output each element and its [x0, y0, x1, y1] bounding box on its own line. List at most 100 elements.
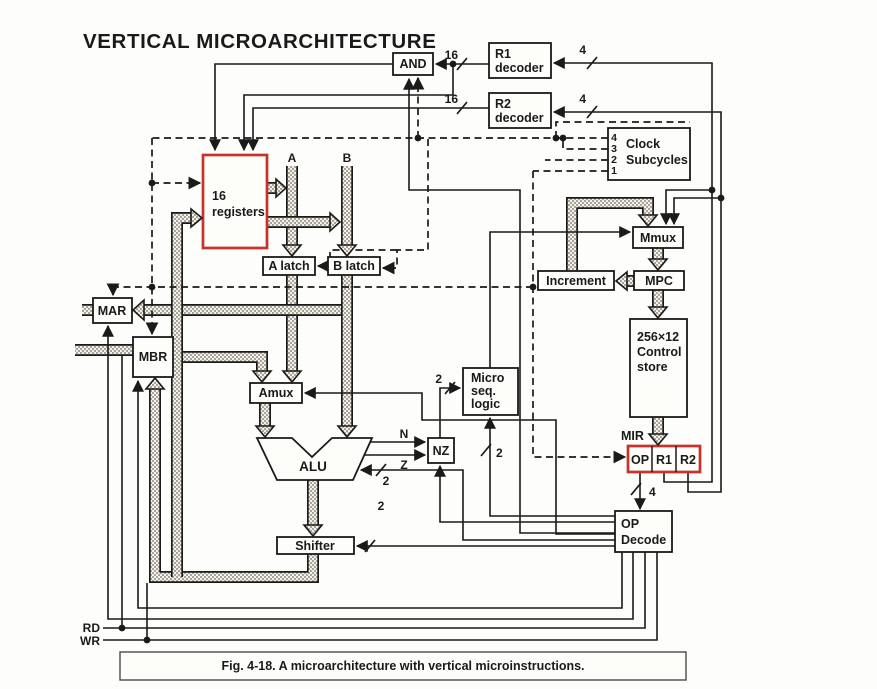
micro-seq-label-2: seq. — [471, 384, 496, 398]
width-16-r2: 16 — [445, 92, 459, 106]
amux-box — [249, 382, 303, 404]
figure-caption: Fig. 4-18. A microarchitecture with vert… — [221, 659, 584, 673]
wire-rd — [103, 552, 646, 629]
wire-wr — [103, 552, 658, 641]
nz-box — [427, 437, 455, 464]
bus-shifter-to-registers — [171, 212, 192, 577]
mir-field-r1: R1 — [656, 453, 672, 467]
micro-seq-logic-box — [462, 367, 519, 416]
slash-4-r2 — [586, 105, 598, 119]
bus-mbr-to-amux — [173, 351, 268, 372]
slash-16-r2 — [456, 101, 468, 115]
r2-decoder-box — [488, 92, 552, 129]
slash-2-shifter — [364, 539, 376, 553]
wire-and-to-registers — [209, 63, 393, 152]
b-latch-box — [327, 256, 381, 276]
increment-box — [537, 270, 615, 291]
slash-4-r1 — [586, 56, 598, 70]
arrow-bbus-blatch — [336, 244, 358, 258]
shifter-box — [276, 536, 355, 555]
clock-dashed-wires — [106, 76, 690, 464]
slash-2-seqin — [480, 443, 492, 457]
r2-decoder-label-1: R2 — [495, 97, 511, 111]
mmux-label: Mmux — [640, 231, 676, 245]
signal-z-label: Z — [400, 458, 407, 472]
arrow-mbr-amux — [251, 370, 273, 384]
arrow-mpc-controlstore — [647, 306, 669, 320]
clock-subcycle-1: 1 — [611, 165, 617, 177]
clock-subcycle-2: 2 — [611, 154, 617, 166]
alu-label: ALU — [299, 459, 327, 474]
micro-seq-label-1: Micro — [471, 371, 505, 385]
clock-subcycle-4: 4 — [611, 132, 617, 144]
slash-2-nzseq — [444, 381, 456, 395]
wire-mir-r1-to-r1dec — [552, 57, 713, 483]
control-store-label-1: 256×12 — [637, 330, 679, 344]
arrow-blatch-alu — [336, 425, 358, 439]
mpc-box — [633, 270, 685, 291]
caption-box — [119, 651, 687, 681]
op-decode-label-1: OP — [621, 517, 639, 531]
and-label: AND — [399, 57, 426, 71]
nz-label: NZ — [433, 444, 450, 458]
wire-opdecode-to-and — [403, 77, 615, 534]
wire-opdecode-to-amux — [303, 387, 615, 535]
bus-shifter-return — [149, 389, 319, 583]
wire-r2-trunk-to-mmux — [668, 197, 721, 226]
control-store-label-2: Control — [637, 345, 681, 359]
clock-subcycles-box — [607, 127, 691, 181]
arrow-mpc-increment — [614, 270, 628, 292]
mpc-label: MPC — [645, 274, 673, 288]
width-16-r1: 16 — [445, 48, 459, 62]
mir-field-op: OP — [631, 453, 649, 467]
r2-decoder-label-2: decoder — [495, 111, 544, 125]
dash-to-mir-op — [532, 171, 627, 464]
width-4-r1: 4 — [579, 43, 586, 57]
control-store-label-3: store — [637, 360, 668, 374]
wire-microseq-to-mmux — [489, 226, 632, 368]
arrow-reg-abus — [275, 177, 288, 199]
a-latch-box — [262, 256, 316, 276]
op-decode-box — [614, 510, 673, 553]
registers-label-1: 16 — [212, 189, 226, 203]
increment-label: Increment — [546, 274, 607, 288]
amux-label: Amux — [259, 386, 294, 400]
arrow-alatch-amux — [281, 370, 303, 384]
arrow-into-mar — [131, 298, 145, 322]
and-box — [392, 52, 434, 76]
wire-opdecode-to-microseq — [484, 416, 615, 517]
wire-r1dec-to-registers — [238, 64, 454, 152]
shifter-label: Shifter — [295, 539, 335, 553]
bus-b-label: B — [343, 151, 352, 165]
mar-label: MAR — [98, 304, 126, 318]
width-2-seqin: 2 — [496, 446, 503, 460]
data-buses — [75, 166, 664, 583]
wire-r2dec-to-registers — [247, 107, 489, 152]
op-decode-label-2: Decode — [621, 533, 666, 547]
clock-label-1: Clock — [626, 137, 660, 151]
bus-width-slashes — [364, 56, 642, 553]
width-2-alu: 2 — [383, 474, 390, 488]
b-latch-label: B latch — [333, 259, 375, 273]
dash-top-right — [555, 121, 690, 138]
arrow-mmux-mpc — [647, 258, 669, 272]
dash-to-mar — [106, 283, 533, 297]
registers-box — [201, 153, 269, 250]
mir-field-r2: R2 — [680, 453, 696, 467]
signal-rd-label: RD — [83, 621, 101, 635]
slash-2-alu — [375, 463, 387, 477]
mmux-box — [632, 226, 684, 249]
wire-r1-trunk-to-mmux — [660, 189, 712, 226]
mir-label: MIR — [621, 429, 644, 443]
wire-opdecode-to-mbr — [132, 379, 623, 609]
registers-label-2: registers — [212, 205, 265, 219]
wire-opdecode-to-mar — [102, 324, 634, 620]
wire-nz-to-microseq — [439, 382, 462, 438]
signal-wr-label: WR — [80, 634, 100, 648]
control-wires — [102, 57, 722, 641]
wire-mir-r2-to-r2dec — [552, 106, 722, 493]
bus-a-label: A — [288, 151, 297, 165]
bus-arrowheads — [131, 177, 669, 538]
clock-subcycle-3: 3 — [611, 143, 617, 155]
